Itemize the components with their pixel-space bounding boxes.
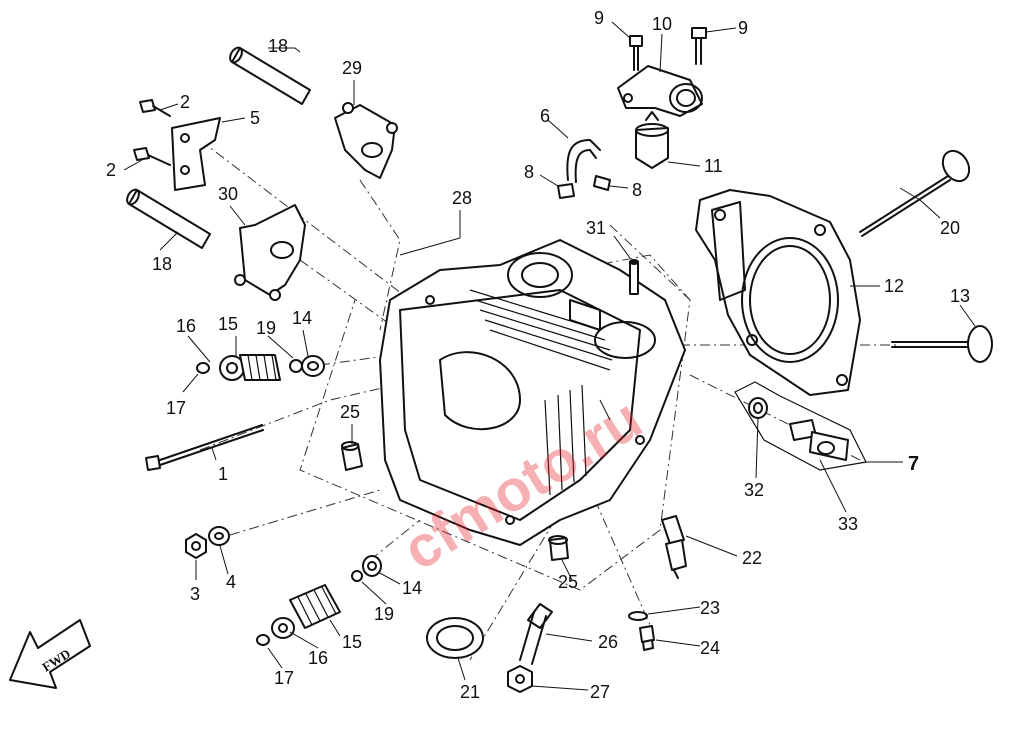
- rocker-shaft-18-top: [229, 46, 311, 105]
- plug-25-left: [341, 441, 363, 471]
- callout-31: 31: [586, 218, 606, 238]
- seal-ring-21: [426, 617, 484, 659]
- head-gasket-12: [695, 189, 861, 396]
- callout-labels: 18 2 5 2 18 30 29 28 16 15 19 14 17 1 25…: [106, 8, 970, 702]
- callout-10: 10: [652, 14, 672, 34]
- stud-bolt-1: [145, 424, 264, 471]
- washer-4: [208, 526, 230, 546]
- callout-25-bottom: 25: [558, 572, 578, 592]
- callout-7: 7: [908, 453, 919, 475]
- rocker-arm-30: [234, 204, 306, 301]
- callout-33: 33: [838, 514, 858, 534]
- callout-26: 26: [598, 632, 618, 652]
- callout-9-right: 9: [738, 18, 748, 38]
- callout-18-top: 18: [268, 36, 288, 56]
- assembly-bracket-7: [734, 381, 867, 471]
- o-ring-23: [628, 611, 648, 621]
- valve-spring-15-upper: [239, 354, 281, 381]
- callout-12: 12: [884, 276, 904, 296]
- callout-24: 24: [700, 638, 720, 658]
- callout-13: 13: [950, 286, 970, 306]
- forward-direction-arrow: FWD: [9, 619, 91, 689]
- bolt-9-right: [691, 27, 707, 65]
- callout-19-lower: 19: [374, 604, 394, 624]
- callout-16-lower: 16: [308, 648, 328, 668]
- callout-23: 23: [700, 598, 720, 618]
- leader-lines: [123, 21, 976, 691]
- valve-keeper-17-lower: [256, 634, 270, 646]
- thermostat-11: [635, 111, 669, 169]
- callout-27: 27: [590, 682, 610, 702]
- callout-15-lower: 15: [342, 632, 362, 652]
- callout-15-upper: 15: [218, 314, 238, 334]
- retainer-plate-5: [171, 117, 221, 191]
- temperature-sensor-22: [661, 515, 687, 579]
- spring-seat-14-upper: [301, 355, 325, 377]
- callout-3: 3: [190, 584, 200, 604]
- cylinder-head: [379, 239, 686, 546]
- callout-29: 29: [342, 58, 362, 78]
- callout-20: 20: [940, 218, 960, 238]
- bolt-2-lower: [133, 147, 171, 166]
- callout-14-lower: 14: [402, 578, 422, 598]
- callout-30: 30: [218, 184, 238, 204]
- plug-25-bottom: [548, 535, 569, 561]
- bolt-9-left: [629, 35, 643, 71]
- dowel-pin-31: [629, 259, 639, 295]
- callout-17-lower: 17: [274, 668, 294, 688]
- assembly-guide-lines: [199, 139, 900, 661]
- callout-17-upper: 17: [166, 398, 186, 418]
- callout-16-upper: 16: [176, 316, 196, 336]
- valve-spring-retainer-16-lower: [271, 617, 295, 639]
- bolt-24: [639, 625, 655, 651]
- callout-5: 5: [250, 108, 260, 128]
- callout-2-lower: 2: [106, 160, 116, 180]
- callout-21: 21: [460, 682, 480, 702]
- callout-8-left: 8: [524, 162, 534, 182]
- spring-seat-14-lower: [362, 555, 382, 577]
- sensor-33: [789, 419, 849, 461]
- callout-6: 6: [540, 106, 550, 126]
- stud-26: [519, 603, 553, 665]
- callout-11: 11: [704, 156, 723, 176]
- callout-25-left: 25: [340, 402, 360, 422]
- nut-27: [507, 665, 533, 693]
- hose-6: [566, 139, 601, 183]
- valve-13: [891, 325, 993, 363]
- callout-4: 4: [226, 572, 236, 592]
- callout-32: 32: [744, 480, 764, 500]
- valve-keeper-17-upper: [196, 362, 210, 374]
- callout-8-right: 8: [632, 180, 642, 200]
- hose-clamp-8-left: [557, 183, 575, 199]
- valve-20: [859, 149, 971, 237]
- callout-18-left: 18: [152, 254, 172, 274]
- callout-9-left: 9: [594, 8, 604, 28]
- bolt-2-upper: [139, 99, 171, 117]
- callout-19-upper: 19: [256, 318, 276, 338]
- callout-14-upper: 14: [292, 308, 312, 328]
- valve-spring-15-lower: [289, 584, 341, 629]
- valve-seal-19-upper: [289, 359, 303, 373]
- thermostat-housing-10: [617, 65, 703, 117]
- rocker-arm-29: [334, 102, 398, 179]
- nut-3: [185, 533, 207, 559]
- sealing-washer-32: [748, 397, 768, 419]
- callout-2-upper: 2: [180, 92, 190, 112]
- hose-clamp-8-right: [593, 175, 611, 191]
- callout-1: 1: [218, 464, 228, 484]
- callout-28: 28: [452, 188, 472, 208]
- callout-22: 22: [742, 548, 762, 568]
- rocker-shaft-18-left: [126, 188, 211, 249]
- valve-seal-19-lower: [351, 570, 363, 582]
